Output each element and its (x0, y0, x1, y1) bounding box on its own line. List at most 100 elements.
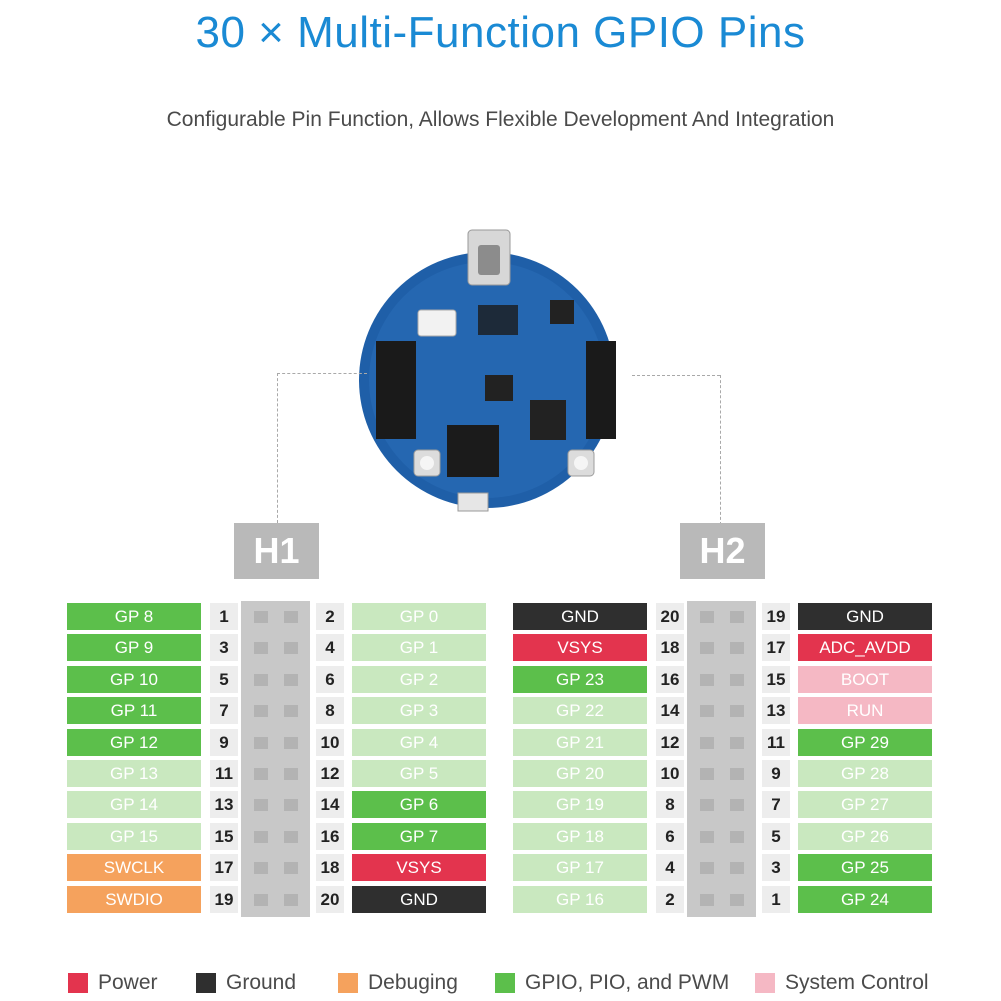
h1-pin-header (376, 341, 416, 439)
rp2040-chip (447, 425, 499, 477)
h1-pin-number-left: 15 (210, 822, 238, 850)
h2-pin-number-right: 9 (762, 760, 790, 787)
h2-pin-square (700, 799, 714, 812)
h1-connector-line-vertical (277, 373, 278, 523)
h1-pin-number-left: 7 (210, 697, 238, 725)
h2-pin-number-right: 17 (762, 634, 790, 662)
h2-pin-square (730, 673, 744, 686)
h1-pin-square (254, 799, 268, 812)
h1-pin-square (284, 736, 298, 749)
h2-pin-square (730, 611, 744, 623)
h2-pin-square (730, 893, 744, 906)
h1-pin-number-left: 9 (210, 728, 238, 756)
h1-pin-label-right: GND (352, 885, 486, 913)
h2-pin-square (700, 893, 714, 906)
h2-pin-square (730, 830, 744, 843)
h1-pin-label-left: GP 11 (67, 697, 201, 725)
legend-label-gpio: GPIO, PIO, and PWM (525, 971, 730, 994)
h2-pin-square (700, 642, 714, 655)
boot-button-cap (420, 456, 434, 470)
h2-pin-number-left: 12 (656, 728, 684, 756)
h2-pin-number-right: 1 (762, 885, 790, 913)
h1-pin-number-right: 12 (316, 760, 344, 787)
h2-pin-square (700, 768, 714, 780)
h1-pin-square (254, 736, 268, 749)
h2-pin-label-left: GP 23 (513, 665, 647, 693)
h1-pin-number-right: 16 (316, 822, 344, 850)
h2-pin-strip (687, 601, 756, 917)
h1-pin-number-right: 20 (316, 885, 344, 913)
h1-pin-square (254, 768, 268, 780)
rp2040-lcd-board-image (350, 225, 650, 530)
h2-pin-square (730, 642, 744, 655)
h2-pin-number-right: 5 (762, 822, 790, 850)
h1-pin-square (284, 830, 298, 843)
h2-pin-number-right: 3 (762, 854, 790, 882)
reset-button-cap (574, 456, 588, 470)
legend: Power Ground Debuging GPIO, PIO, and PWM… (0, 968, 1001, 998)
h1-pin-square (284, 673, 298, 686)
h2-pin-square (700, 673, 714, 686)
h1-pin-square (284, 799, 298, 812)
h2-pin-header (586, 341, 616, 439)
legend-swatch-gpio (495, 973, 515, 993)
h1-pin-square (284, 768, 298, 780)
sensor-chip (550, 300, 574, 324)
h1-pin-square (284, 642, 298, 655)
h2-connector-line-vertical (720, 375, 721, 525)
h1-pin-number-right: 2 (316, 603, 344, 630)
h1-pin-number-left: 3 (210, 634, 238, 662)
h1-pin-number-right: 14 (316, 791, 344, 819)
h1-pin-strip (241, 601, 310, 917)
h1-pin-square (254, 862, 268, 875)
h2-pin-number-left: 14 (656, 697, 684, 725)
h2-pin-label-right: GND (798, 603, 932, 630)
h2-pin-label-right: RUN (798, 697, 932, 725)
h1-header-label: H1 (234, 523, 319, 579)
h2-pin-square (730, 799, 744, 812)
h1-pin-number-right: 10 (316, 728, 344, 756)
h2-connector-line-top (632, 375, 720, 376)
h1-pin-label-right: GP 1 (352, 634, 486, 662)
h2-pin-label-left: GP 18 (513, 822, 647, 850)
h1-pin-label-left: GP 12 (67, 728, 201, 756)
h1-pin-label-left: GP 14 (67, 791, 201, 819)
h1-pin-square (254, 611, 268, 623)
h2-pin-square (700, 830, 714, 843)
h1-pin-number-left: 11 (210, 760, 238, 787)
h1-pin-label-left: GP 15 (67, 822, 201, 850)
h2-pin-label-left: VSYS (513, 634, 647, 662)
h2-pin-label-left: GP 20 (513, 760, 647, 787)
h2-pin-label-right: GP 29 (798, 728, 932, 756)
h2-pin-number-left: 20 (656, 603, 684, 630)
h1-pin-number-left: 5 (210, 665, 238, 693)
h2-pin-label-left: GND (513, 603, 647, 630)
h1-pin-number-right: 18 (316, 854, 344, 882)
legend-swatch-debug (338, 973, 358, 993)
h2-pin-square (700, 705, 714, 718)
page-subtitle: Configurable Pin Function, Allows Flexib… (166, 108, 835, 131)
h2-pin-square (730, 768, 744, 780)
h2-pin-number-right: 19 (762, 603, 790, 630)
h2-pin-number-left: 4 (656, 854, 684, 882)
legend-label-debug: Debuging (368, 971, 458, 994)
h1-pin-label-left: SWCLK (67, 854, 201, 882)
led (457, 492, 489, 512)
h1-pin-label-right: GP 0 (352, 603, 486, 630)
h2-pin-square (700, 611, 714, 623)
h2-pin-number-left: 10 (656, 760, 684, 787)
legend-item-ground: Ground (196, 968, 296, 998)
h1-pin-number-right: 8 (316, 697, 344, 725)
legend-swatch-system (755, 973, 775, 993)
